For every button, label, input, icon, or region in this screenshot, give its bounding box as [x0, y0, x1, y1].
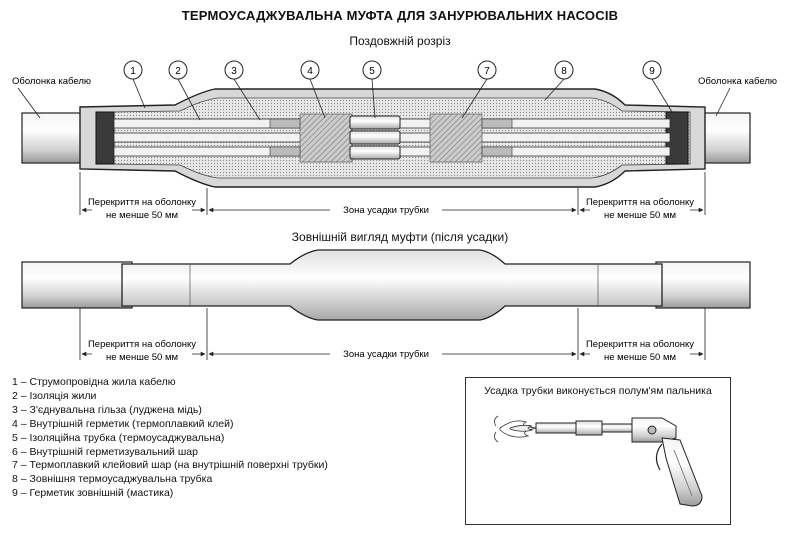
ext-overlap-label-right-2: не менше 50 мм: [604, 352, 676, 363]
external-view: Перекриття на оболонку не менше 50 мм Зо…: [21, 249, 751, 364]
legend-item: 8 – Зовнішня термоусаджувальна трубка: [12, 473, 213, 486]
legend-item: 4 – Внутрішній герметик (термоплавкий кл…: [12, 417, 234, 430]
legend-item: 5 – Ізоляційна трубка (термоусаджувальна…: [12, 431, 225, 444]
section-view: 1 2 3 4 5: [12, 60, 777, 222]
svg-text:1: 1: [130, 66, 136, 77]
view-title: Зовнішній вигляд муфти (після усадки): [291, 230, 509, 244]
svg-text:7: 7: [484, 66, 490, 77]
callout-7: 7: [461, 60, 497, 119]
torch-trigger: [655, 443, 663, 471]
legend-item: 1 – Струмопровідна жила кабелю: [12, 376, 176, 388]
svg-text:9: 9: [649, 66, 655, 77]
connector-sleeves: [269, 115, 513, 160]
torch-nozzle: [535, 422, 577, 434]
inner-sealant-left: [299, 113, 353, 163]
legend: 1 – Струмопровідна жила кабелю 2 – Ізоля…: [12, 376, 328, 501]
ext-cable-left: [21, 261, 133, 309]
callout-9: 9: [642, 60, 673, 113]
svg-text:3: 3: [231, 66, 237, 77]
callout-8: 8: [544, 60, 574, 101]
overlap-label-right-2: не менше 50 мм: [604, 210, 676, 221]
legend-item: 6 – Внутрішній герметизувальний шар: [12, 445, 198, 458]
svg-text:2: 2: [175, 66, 181, 77]
legend-item: 2 – Ізоляція жили: [12, 389, 97, 402]
ext-overlap-label-right-1: Перекриття на оболонку: [586, 339, 694, 350]
legend-item: 9 – Герметик зовнішній (мастика): [12, 487, 174, 500]
legend-item: 3 – З'єднувальна гільза (луджена мідь): [12, 403, 202, 416]
torch-caption: Усадка трубки виконується полум'ям пальн…: [484, 385, 712, 397]
ext-cable-right: [655, 261, 751, 309]
callout-5: 5: [362, 60, 382, 119]
svg-text:4: 4: [307, 66, 313, 77]
ext-overlap-label-left-2: не менше 50 мм: [106, 352, 178, 363]
legend-item: 7 – Термоплавкий клейовий шар (на внутрі…: [12, 459, 328, 472]
overlap-label-right-1: Перекриття на оболонку: [586, 197, 694, 208]
inner-sealant-right: [429, 113, 483, 163]
cable-sheath-label-right: Оболонка кабелю: [698, 76, 777, 87]
callout-markers: 1 2 3 4 5: [123, 60, 673, 121]
ext-overlap-label-left-1: Перекриття на оболонку: [88, 339, 196, 350]
shrink-zone-label-top: Зона усадки трубки: [343, 205, 429, 216]
section-title: Поздовжній розріз: [349, 34, 451, 48]
svg-text:5: 5: [369, 66, 375, 77]
shrink-zone-label-bottom: Зона усадки трубки: [343, 349, 429, 360]
mastic-left: [95, 111, 115, 165]
overlap-label-left-1: Перекриття на оболонку: [88, 197, 196, 208]
callout-1: 1: [123, 60, 146, 109]
diagram-title: ТЕРМОУСАДЖУВАЛЬНА МУФТА ДЛЯ ЗАНУРЮВАЛЬНИ…: [181, 8, 619, 23]
ext-sleeve: [121, 249, 663, 321]
torch-handle: [661, 437, 703, 507]
torch-panel: Усадка трубки виконується полум'ям пальн…: [465, 377, 731, 525]
flame-icon: [494, 415, 537, 443]
callout-2: 2: [168, 60, 201, 121]
overlap-label-left-2: не менше 50 мм: [106, 210, 178, 221]
svg-text:8: 8: [561, 66, 567, 77]
torch-illustration: [494, 415, 703, 507]
callout-4: 4: [300, 60, 326, 119]
callout-3: 3: [224, 60, 261, 121]
cable-sheath-label-left: Оболонка кабелю: [12, 76, 91, 87]
